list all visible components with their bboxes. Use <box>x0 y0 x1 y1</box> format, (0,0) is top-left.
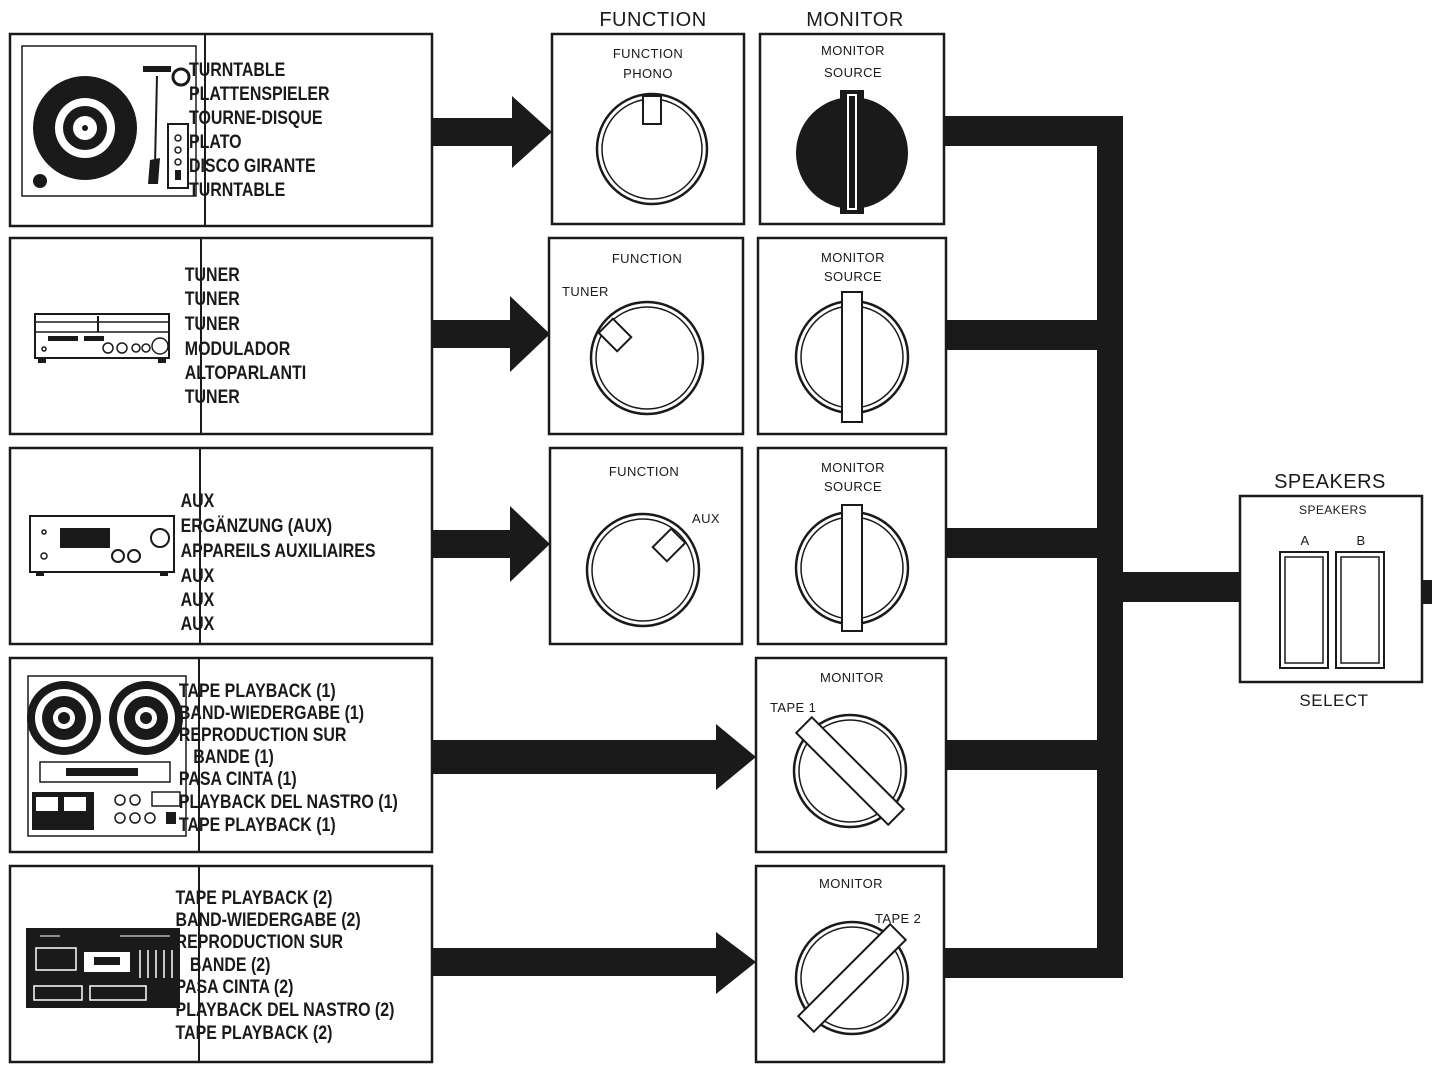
function-position-label: AUX <box>692 511 720 526</box>
function-knob[interactable] <box>595 92 709 206</box>
source-line: TUNER <box>185 313 240 335</box>
arrow-turntable <box>432 96 552 168</box>
source-line: TUNER <box>185 264 240 286</box>
arrow-tape2 <box>432 932 756 994</box>
speakers-output-stub <box>1422 580 1432 604</box>
tuner-icon <box>34 313 170 363</box>
source-line: TUNER <box>185 288 240 310</box>
speaker-b-button[interactable] <box>1335 551 1385 669</box>
monitor-knob[interactable] <box>794 920 910 1036</box>
speakers-panel-title: SPEAKERS <box>1299 503 1367 517</box>
monitor-position-label: SOURCE <box>824 479 882 494</box>
function-panel-title: FUNCTION <box>612 251 682 266</box>
source-line: TURNTABLE <box>189 179 286 201</box>
source-line: AUX <box>181 490 215 512</box>
source-line: ERGÄNZUNG (AUX) <box>181 515 332 537</box>
speaker-a-button[interactable] <box>1279 551 1329 669</box>
flow-arrows <box>432 96 756 994</box>
source-line: APPAREILS AUXILIAIRES <box>181 540 376 562</box>
source-line: TAPE PLAYBACK (1) <box>179 814 336 836</box>
monitor-position-label: SOURCE <box>824 269 882 284</box>
source-line: BANDE (1) <box>193 746 274 768</box>
source-line: TURNTABLE <box>189 59 286 81</box>
function-position-label: TUNER <box>562 284 609 299</box>
knob-pointer <box>651 527 687 563</box>
monitor-panel-source-2: MONITOR SOURCE <box>756 236 948 436</box>
monitor-panel-source-1: MONITOR SOURCE <box>758 32 946 226</box>
function-position-label: PHONO <box>623 66 673 81</box>
function-panel-title: FUNCTION <box>609 464 679 479</box>
function-knob[interactable] <box>585 512 701 628</box>
monitor-panel-title: MONITOR <box>821 460 885 475</box>
monitor-column-heading: MONITOR <box>806 9 904 31</box>
source-box-turntable: TURNTABLE PLATTENSPIELER TOURNE-DISQUE P… <box>8 32 434 228</box>
monitor-panel-title: MONITOR <box>820 670 884 685</box>
arrow-aux <box>432 506 550 582</box>
source-line: AUX <box>181 565 215 587</box>
bus-to-speakers <box>1097 572 1242 602</box>
source-line: PASA CINTA (1) <box>179 768 297 790</box>
signal-bus <box>945 116 1432 978</box>
source-line: TOURNE-DISQUE <box>189 107 323 129</box>
function-knob[interactable] <box>589 300 705 416</box>
speakers-panel: SPEAKERS A B <box>1238 494 1424 684</box>
monitor-panel-tape2: MONITOR TAPE 2 <box>754 864 946 1064</box>
monitor-knob[interactable] <box>794 291 910 423</box>
monitor-position-label: TAPE 2 <box>875 911 921 926</box>
function-panel-tuner: FUNCTION TUNER <box>547 236 745 436</box>
turntable-icon <box>21 45 197 197</box>
source-line: DISCO GIRANTE <box>189 155 316 177</box>
source-box-tuner: TUNER TUNER TUNER MODULADOR ALTOPARLANTI… <box>8 236 434 436</box>
source-line: TAPE PLAYBACK (2) <box>176 887 333 909</box>
source-line: PLAYBACK DEL NASTRO (2) <box>176 999 395 1021</box>
monitor-panel-title: MONITOR <box>821 43 885 58</box>
monitor-panel-source-3: MONITOR SOURCE <box>756 446 948 646</box>
cassette-deck-icon <box>26 928 180 1008</box>
source-line: REPRODUCTION SUR <box>176 931 344 953</box>
monitor-panel-title: MONITOR <box>819 876 883 891</box>
source-line: AUX <box>181 613 215 635</box>
arrow-tuner <box>432 296 550 372</box>
source-line: TUNER <box>185 386 240 408</box>
function-column-heading: FUNCTION <box>599 9 706 31</box>
monitor-knob[interactable] <box>792 713 908 829</box>
arrow-tape1 <box>432 724 756 790</box>
knob-pointer <box>597 317 633 353</box>
source-line: MODULADOR <box>185 338 291 360</box>
monitor-panel-title: MONITOR <box>821 250 885 265</box>
monitor-position-label: TAPE 1 <box>770 700 816 715</box>
speakers-heading: SPEAKERS <box>1274 471 1386 493</box>
monitor-knob[interactable] <box>796 90 908 214</box>
source-line: PASA CINTA (2) <box>176 976 294 998</box>
source-line: TAPE PLAYBACK (1) <box>179 680 336 702</box>
function-panel-title: FUNCTION <box>613 46 683 61</box>
source-line: REPRODUCTION SUR <box>179 724 347 746</box>
source-line: TAPE PLAYBACK (2) <box>176 1022 333 1044</box>
speakers-select-label: SELECT <box>1299 691 1368 710</box>
source-box-tape1: TAPE PLAYBACK (1) BAND-WIEDERGABE (1) RE… <box>8 656 434 854</box>
function-panel-phono: FUNCTION PHONO <box>550 32 746 226</box>
source-line: AUX <box>181 589 215 611</box>
speaker-b-label: B <box>1356 533 1365 548</box>
reel-to-reel-icon <box>27 675 187 837</box>
speaker-a-label: A <box>1300 533 1309 548</box>
monitor-panel-tape1: MONITOR TAPE 1 <box>754 656 948 854</box>
knob-pointer <box>642 95 662 125</box>
source-line: BAND-WIEDERGABE (2) <box>176 909 361 931</box>
monitor-knob[interactable] <box>794 504 910 632</box>
monitor-position-label: SOURCE <box>824 65 882 80</box>
source-line: ALTOPARLANTI <box>185 362 306 384</box>
aux-amplifier-icon <box>29 515 175 576</box>
source-box-tape2: TAPE PLAYBACK (2) BAND-WIEDERGABE (2) RE… <box>8 864 434 1064</box>
source-line: PLATO <box>189 131 242 153</box>
source-line: BANDE (2) <box>190 954 271 976</box>
source-line: BAND-WIEDERGABE (1) <box>179 702 364 724</box>
source-line: PLATTENSPIELER <box>189 83 330 105</box>
function-panel-aux: FUNCTION AUX <box>548 446 744 646</box>
source-line: PLAYBACK DEL NASTRO (1) <box>179 791 398 813</box>
source-box-aux: AUX ERGÄNZUNG (AUX) APPAREILS AUXILIAIRE… <box>8 446 434 646</box>
